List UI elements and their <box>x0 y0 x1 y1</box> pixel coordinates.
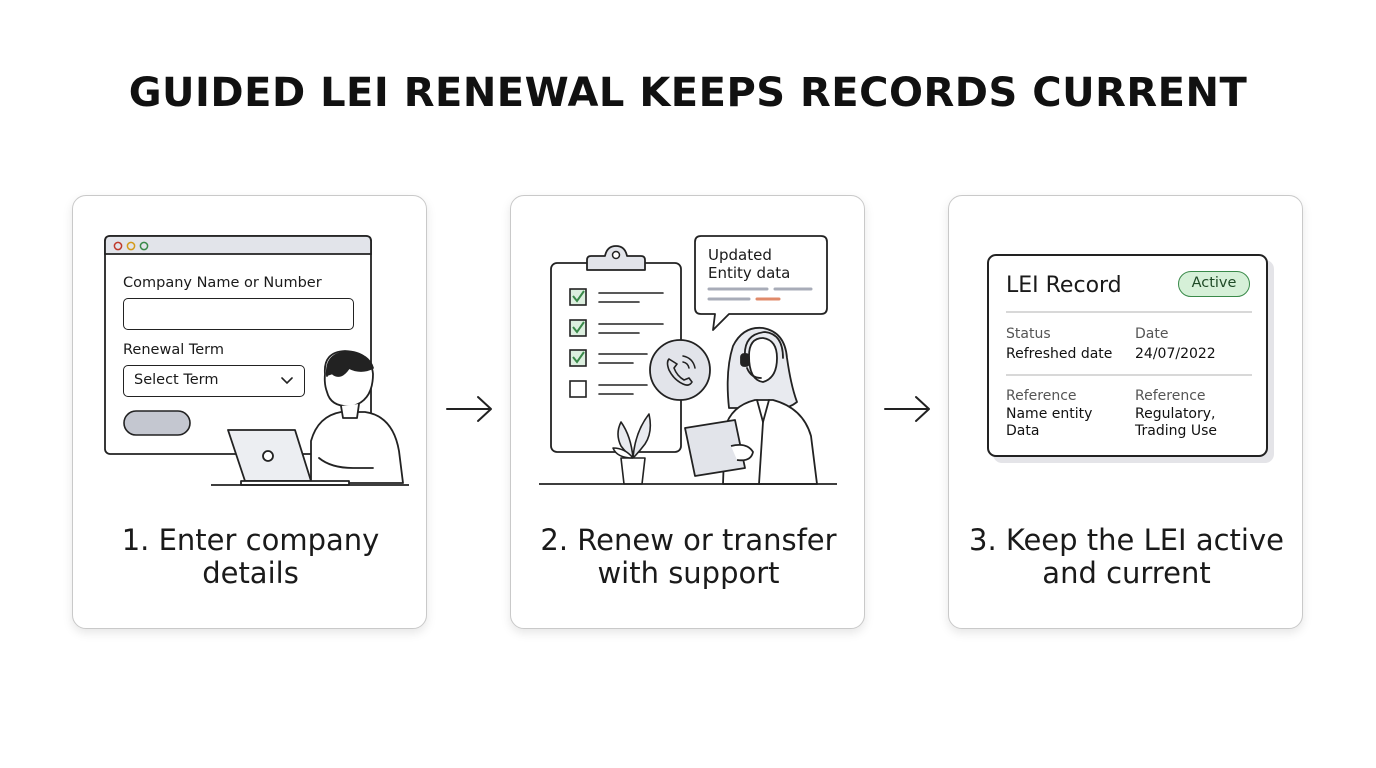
renewal-term-label: Renewal Term <box>123 342 224 358</box>
company-form-illustration <box>104 235 409 486</box>
speech-bubble <box>694 235 828 331</box>
page-title: GUIDED LEI RENEWAL KEEPS RECORDS CURRENT <box>128 70 1248 116</box>
step-card-2: Updated Entity data 2. Renew or transfer… <box>510 195 865 629</box>
divider <box>1006 311 1252 313</box>
reference-label: Reference <box>1135 388 1206 404</box>
step-3-caption: 3. Keep the LEI active and current <box>969 523 1284 590</box>
lei-record-card: LEI Record Active Status Refreshed date … <box>987 254 1268 457</box>
arrow-right-icon <box>884 396 930 422</box>
step-1-caption: 1. Enter company details <box>121 523 380 590</box>
phone-icon <box>649 339 711 401</box>
status-label: Status <box>1006 326 1051 342</box>
support-agent-icon <box>722 326 818 485</box>
reference-value: Name entity Data <box>1006 406 1093 439</box>
reference-label: Reference <box>1006 388 1077 404</box>
status-value: Refreshed date <box>1006 346 1113 362</box>
company-name-input[interactable] <box>123 298 354 330</box>
step-2-caption: 2. Renew or transfer with support <box>540 523 837 590</box>
chevron-down-icon <box>281 377 293 385</box>
bubble-text: Updated Entity data <box>708 246 791 282</box>
support-illustration <box>539 235 837 485</box>
date-value: 24/07/2022 <box>1135 346 1216 362</box>
window-close-dot <box>113 241 123 251</box>
renewal-term-value: Select Term <box>134 372 219 388</box>
status-badge: Active <box>1178 271 1250 297</box>
date-label: Date <box>1135 326 1169 342</box>
renewal-term-select[interactable]: Select Term <box>123 365 305 397</box>
person-at-laptop-icon <box>310 350 404 484</box>
step-card-3: LEI Record Active Status Refreshed date … <box>948 195 1303 629</box>
window-minimize-dot <box>126 241 136 251</box>
tablet-icon <box>684 419 754 477</box>
submit-pill-button <box>123 410 191 436</box>
laptop-icon <box>227 429 350 486</box>
company-field-label: Company Name or Number <box>123 275 322 291</box>
clipboard-checklist-icon <box>550 245 682 453</box>
reference-value: Regulatory, Trading Use <box>1135 406 1217 439</box>
arrow-right-icon <box>446 396 492 422</box>
divider <box>1006 374 1252 376</box>
step-card-1: Company Name or Number Renewal Term Sele… <box>72 195 427 629</box>
window-maximize-dot <box>139 241 149 251</box>
record-title: LEI Record <box>1006 273 1122 298</box>
